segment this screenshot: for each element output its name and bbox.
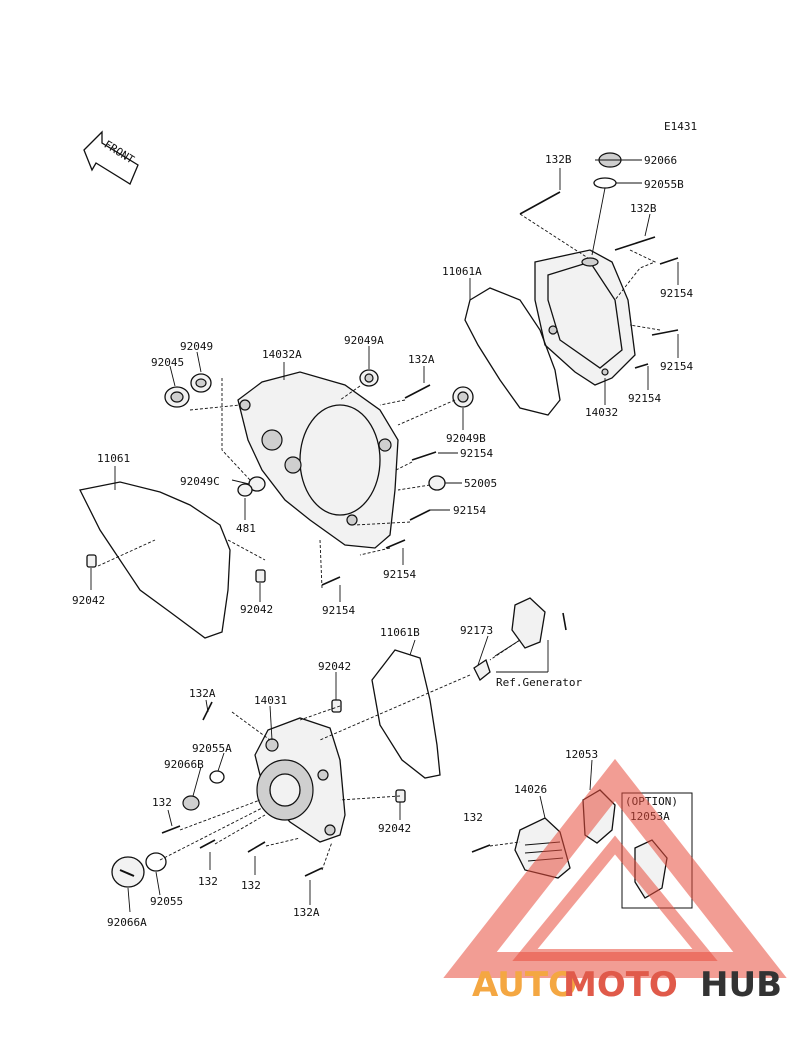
oring-92055a[interactable] <box>209 770 225 784</box>
label-92042-d: 92042 <box>378 822 411 835</box>
cap-92066a[interactable] <box>111 856 145 888</box>
label-92042-a: 92042 <box>72 594 105 607</box>
label-92066: 92066 <box>644 154 677 167</box>
label-92154-f: 92154 <box>383 568 416 581</box>
label-14031: 14031 <box>254 694 287 707</box>
label-92042-b: 92042 <box>240 603 273 616</box>
front-arrow-icon: FRONT <box>83 130 139 185</box>
seal-92049a[interactable] <box>359 369 379 387</box>
label-92173: 92173 <box>460 624 493 637</box>
label-92066a: 92066A <box>107 916 147 929</box>
part-labels: 132B 92066 92055B 132B 11061A 92154 9215… <box>72 153 693 929</box>
label-92055a: 92055A <box>192 742 232 755</box>
ring-481[interactable] <box>237 483 253 497</box>
diagram-code: E1431 <box>664 120 697 133</box>
watermark-auto: AUTO <box>472 965 577 1005</box>
bearing-92049[interactable] <box>190 373 212 393</box>
watermark-hub: HUB <box>700 965 782 1005</box>
label-92154-a: 92154 <box>660 287 693 300</box>
watermark-moto: MOTO <box>563 965 678 1005</box>
label-92042-c: 92042 <box>318 660 351 673</box>
label-14026: 14026 <box>514 783 547 796</box>
label-132-c: 132 <box>198 875 218 888</box>
label-132b: 132B <box>630 202 657 215</box>
label-92049b: 92049B <box>446 432 486 445</box>
label-92049c: 92049C <box>180 475 220 488</box>
label-92045: 92045 <box>151 356 184 369</box>
generator-ref-part <box>511 597 546 649</box>
watermark-logo: AUTO MOTO HUB <box>443 758 787 1005</box>
dowel-92042-c[interactable] <box>331 699 342 713</box>
oring-92055b[interactable] <box>593 177 617 189</box>
leader-lines <box>90 159 679 913</box>
label-92154-c: 92154 <box>628 392 661 405</box>
ref-generator-note: Ref.Generator <box>496 676 582 689</box>
bolts <box>161 191 679 877</box>
label-132-b: 132 <box>152 796 172 809</box>
label-92049: 92049 <box>180 340 213 353</box>
label-14032: 14032 <box>585 406 618 419</box>
label-14032a: 14032A <box>262 348 302 361</box>
label-132-a: 132 <box>463 811 483 824</box>
label-92154-g: 92154 <box>322 604 355 617</box>
label-92154-b: 92154 <box>660 360 693 373</box>
label-132a-lower: 132A <box>189 687 216 700</box>
label-12053: 12053 <box>565 748 598 761</box>
plug-92066b[interactable] <box>182 795 200 811</box>
clutch-cover-outer[interactable] <box>534 249 636 386</box>
label-92154-e: 92154 <box>453 504 486 517</box>
label-92055b: 92055B <box>644 178 684 191</box>
bearing-92045[interactable] <box>164 386 190 408</box>
label-11061b: 11061B <box>380 626 420 639</box>
label-132a-bottom: 132A <box>293 906 320 919</box>
label-132-d: 132 <box>241 879 261 892</box>
crankcase-cover-14032a[interactable] <box>237 371 399 549</box>
label-92154-d: 92154 <box>460 447 493 460</box>
label-92066b: 92066B <box>164 758 204 771</box>
label-481: 481 <box>236 522 256 535</box>
label-92055: 92055 <box>150 895 183 908</box>
label-11061a: 11061A <box>442 265 482 278</box>
label-11061: 11061 <box>97 452 130 465</box>
oring-92055[interactable] <box>145 852 167 872</box>
dowel-92042-d[interactable] <box>395 789 406 803</box>
gasket-11061[interactable] <box>79 481 231 639</box>
label-92049a: 92049A <box>344 334 384 347</box>
label-132b-top: 132B <box>545 153 572 166</box>
label-132a-mid: 132A <box>408 353 435 366</box>
gasket-11061a[interactable] <box>464 287 561 416</box>
dowel-92042-b[interactable] <box>255 569 266 583</box>
seal-92049b[interactable] <box>452 386 474 408</box>
crankcase-cover-14031[interactable] <box>254 717 346 843</box>
gasket-11061b[interactable] <box>371 649 441 779</box>
part-92173[interactable] <box>473 658 491 682</box>
label-52005: 52005 <box>464 477 497 490</box>
dowel-92042-a[interactable] <box>86 554 97 568</box>
dashed-lines <box>97 213 661 871</box>
collar-52005[interactable] <box>428 475 446 491</box>
